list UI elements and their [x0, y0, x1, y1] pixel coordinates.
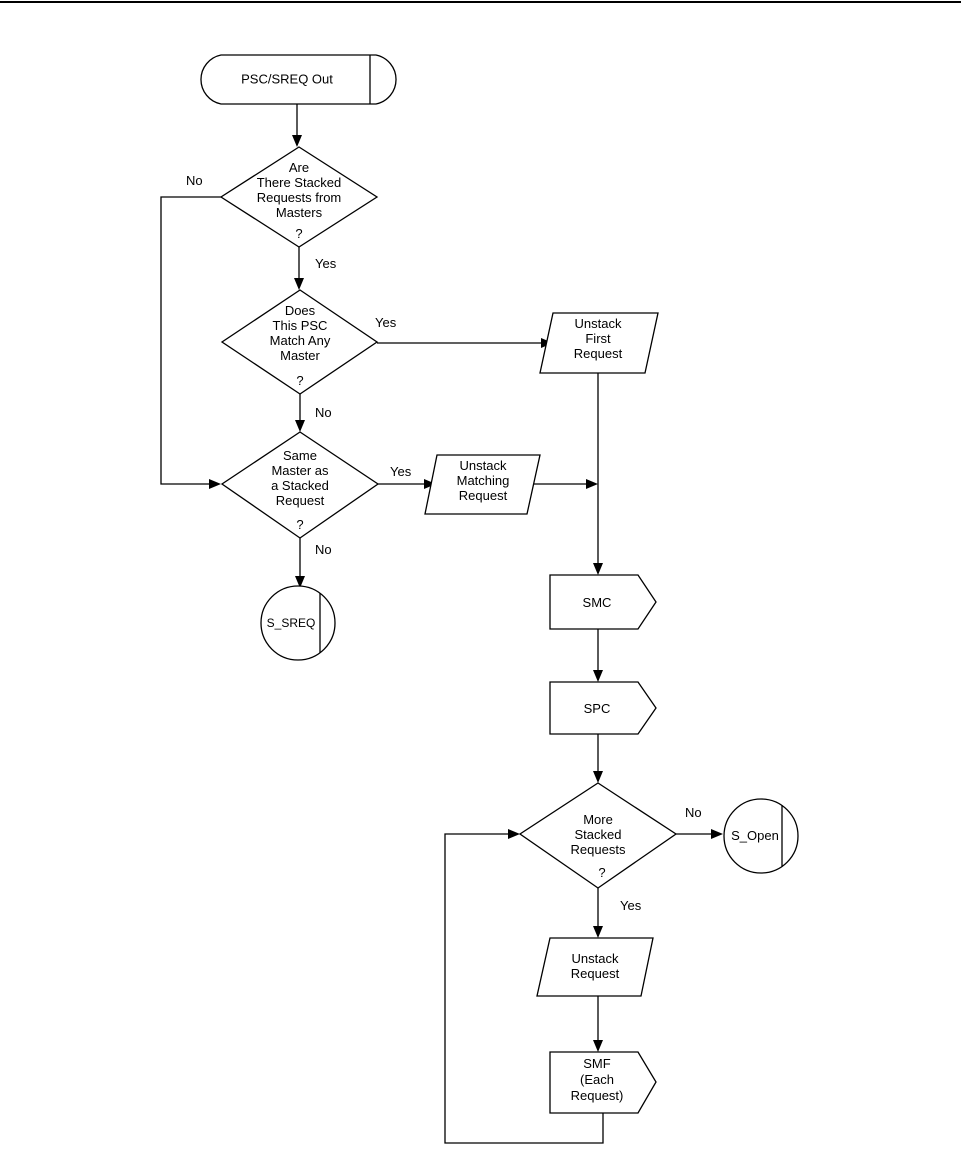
branch-labels: No Yes Yes No Yes No No Yes [186, 173, 702, 913]
decision-line: a Stacked [271, 478, 329, 493]
arrowhead [586, 479, 598, 489]
io-line: First [585, 331, 611, 346]
arrowhead [424, 479, 436, 489]
decision-line: Requests [571, 842, 626, 857]
send-line: (Each [580, 1072, 614, 1087]
send-line: Request) [571, 1088, 624, 1103]
start-terminal: PSC/SREQ Out [200, 54, 397, 105]
label-no: No [315, 542, 332, 557]
send-smc: SMC [549, 574, 657, 630]
decision-more-stacked: More Stacked Requests ? [518, 782, 678, 889]
io-line: Unstack [575, 316, 622, 331]
io-unstack-request: Unstack Request [536, 937, 654, 997]
label-no: No [186, 173, 203, 188]
arrowhead [593, 771, 603, 783]
decision-line: Stacked [575, 827, 622, 842]
label-yes: Yes [620, 898, 642, 913]
decision-same-master: Same Master as a Stacked Request ? [220, 431, 380, 539]
decision-line: Master [280, 348, 320, 363]
io-line: Request [459, 488, 508, 503]
decision-line: Does [285, 303, 316, 318]
state-label: S_SREQ [267, 616, 316, 630]
io-line: Unstack [460, 458, 507, 473]
decision-psc-match: Does This PSC Match Any Master ? [220, 289, 379, 395]
connector-smf-loop [444, 833, 604, 1144]
decision-line: ? [296, 373, 303, 388]
arrowhead [292, 135, 302, 147]
decision-line: Are [289, 160, 309, 175]
decision-stacked-requests: Are There Stacked Requests from Masters … [219, 146, 379, 248]
decision-line: ? [296, 517, 303, 532]
label-yes: Yes [390, 464, 412, 479]
decision-line: There Stacked [257, 175, 342, 190]
io-unstack-first-request: Unstack First Request [539, 312, 659, 374]
label-yes: Yes [315, 256, 337, 271]
state-label: S_Open [731, 828, 779, 843]
arrowhead [593, 563, 603, 575]
send-line: SMF [583, 1056, 611, 1071]
connectors [160, 104, 723, 1144]
arrowhead [508, 829, 520, 839]
decision-line: More [583, 812, 613, 827]
io-line: Matching [457, 473, 510, 488]
decision-line: Same [283, 448, 317, 463]
label-no: No [685, 805, 702, 820]
io-line: Request [574, 346, 623, 361]
arrowhead [209, 479, 221, 489]
send-spc: SPC [549, 681, 657, 735]
arrowhead [295, 576, 305, 588]
decision-line: ? [295, 226, 302, 241]
decision-line: Requests from [257, 190, 342, 205]
arrowhead [295, 420, 305, 432]
start-terminal-label: PSC/SREQ Out [241, 71, 333, 86]
decision-line: Masters [276, 205, 323, 220]
io-line: Request [571, 966, 620, 981]
arrowhead [711, 829, 723, 839]
connector-stacked-no [160, 196, 221, 485]
arrowhead [294, 278, 304, 290]
state-s-open: S_Open [723, 798, 799, 874]
decision-line: Master as [271, 463, 329, 478]
decision-line: Match Any [270, 333, 331, 348]
decision-line: Request [276, 493, 325, 508]
io-line: Unstack [572, 951, 619, 966]
decision-line: This PSC [273, 318, 328, 333]
label-no: No [315, 405, 332, 420]
send-label: SMC [583, 595, 612, 610]
arrowhead [593, 926, 603, 938]
arrowhead [593, 670, 603, 682]
state-s-sreq: S_SREQ [260, 585, 336, 661]
label-yes: Yes [375, 315, 397, 330]
decision-line: ? [598, 865, 605, 880]
send-smf: SMF (Each Request) [549, 1051, 657, 1114]
send-label: SPC [584, 701, 611, 716]
arrowhead [593, 1040, 603, 1052]
io-unstack-matching-request: Unstack Matching Request [424, 454, 541, 515]
